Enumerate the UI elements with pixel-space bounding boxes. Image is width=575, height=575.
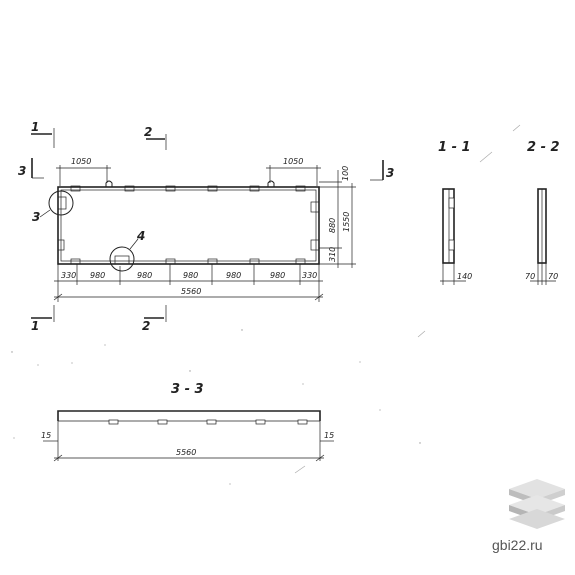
dim-bottom-5: 980 [226,271,241,280]
dim-right-310: 310 [328,247,337,262]
callout-4-label: 4 [136,229,145,243]
dim-bottom-6: 980 [270,271,285,280]
dim-right-100: 100 [341,166,350,181]
cut-1-bottom-label: 1 [31,319,39,333]
section-33-title: 3 - 3 [171,382,204,397]
callout-4-circle [109,246,135,272]
dim-bottom-7: 330 [302,271,317,280]
section-33-dim-left: 15 [41,431,51,440]
dim-right-1550: 1550 [342,212,351,232]
dim-bottom-1: 330 [61,271,76,280]
site-watermark: gbi22.ru [492,537,543,553]
dim-right-880: 880 [328,218,337,233]
cut-1-top-label: 1 [31,120,39,134]
lifting-loop-right [267,180,275,187]
stacked-slabs-logo [509,479,565,529]
callout-3-label: 3 [32,210,40,224]
top-embedded-parts [70,185,306,192]
section-33-overall: 5560 [176,448,196,457]
bottom-embedded-parts [70,255,306,265]
section-11-dim: 140 [457,272,472,281]
section-22-dim-left: 70 [525,272,535,281]
dim-bottom-2: 980 [90,271,105,280]
section-33-profile [57,410,321,421]
section-22-title: 2 - 2 [527,140,560,155]
scan-noise [11,124,521,485]
section-2-2: 2 - 2 70 70 [525,140,560,285]
cut-3-left-label: 3 [18,164,26,178]
cut-2-top-label: 2 [144,125,152,139]
panel-outline [57,186,320,265]
section-33-dim-right: 15 [324,431,334,440]
dim-bottom-4: 980 [183,271,198,280]
section-11-profile [442,188,455,264]
callout-3-circle [48,190,74,216]
section-22-dim-right: 70 [548,272,558,281]
dim-bottom-3: 980 [137,271,152,280]
section-3-3: 3 - 3 15 15 5560 [41,382,334,462]
plan-view: 3 4 1 1 2 2 3 3 1050 1050 [18,120,394,333]
section-1-1: 1 - 1 140 [438,140,472,285]
dim-overall-plan: 5560 [181,287,201,296]
section-11-title: 1 - 1 [438,140,471,155]
dim-top-left: 1050 [71,157,91,166]
cut-2-bottom-label: 2 [142,319,150,333]
dim-top-right: 1050 [283,157,303,166]
cut-3-right-label: 3 [386,166,394,180]
lifting-loop-left [105,180,113,187]
